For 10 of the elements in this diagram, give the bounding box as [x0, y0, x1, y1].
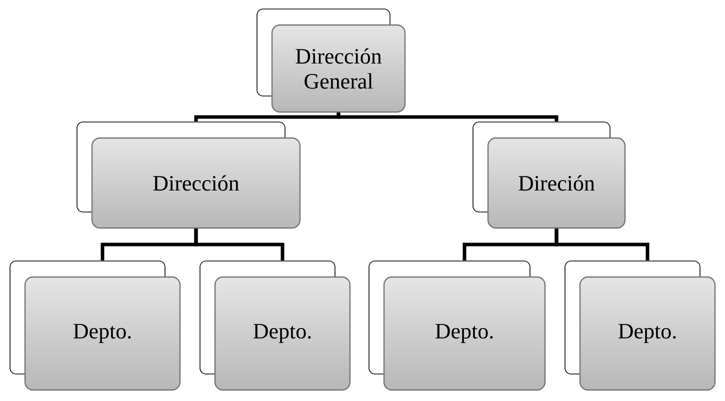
connector [554, 228, 650, 260]
org-box: Depto. [200, 260, 351, 391]
org-box: Depto. [564, 260, 716, 391]
connector [194, 228, 284, 260]
org-box: Direción [472, 122, 626, 229]
org-box: Dirección [76, 122, 301, 229]
org-box: Depto. [10, 260, 181, 391]
connector [336, 112, 558, 122]
org-box: Dirección General [256, 8, 406, 113]
org-box: Depto. [368, 260, 546, 391]
